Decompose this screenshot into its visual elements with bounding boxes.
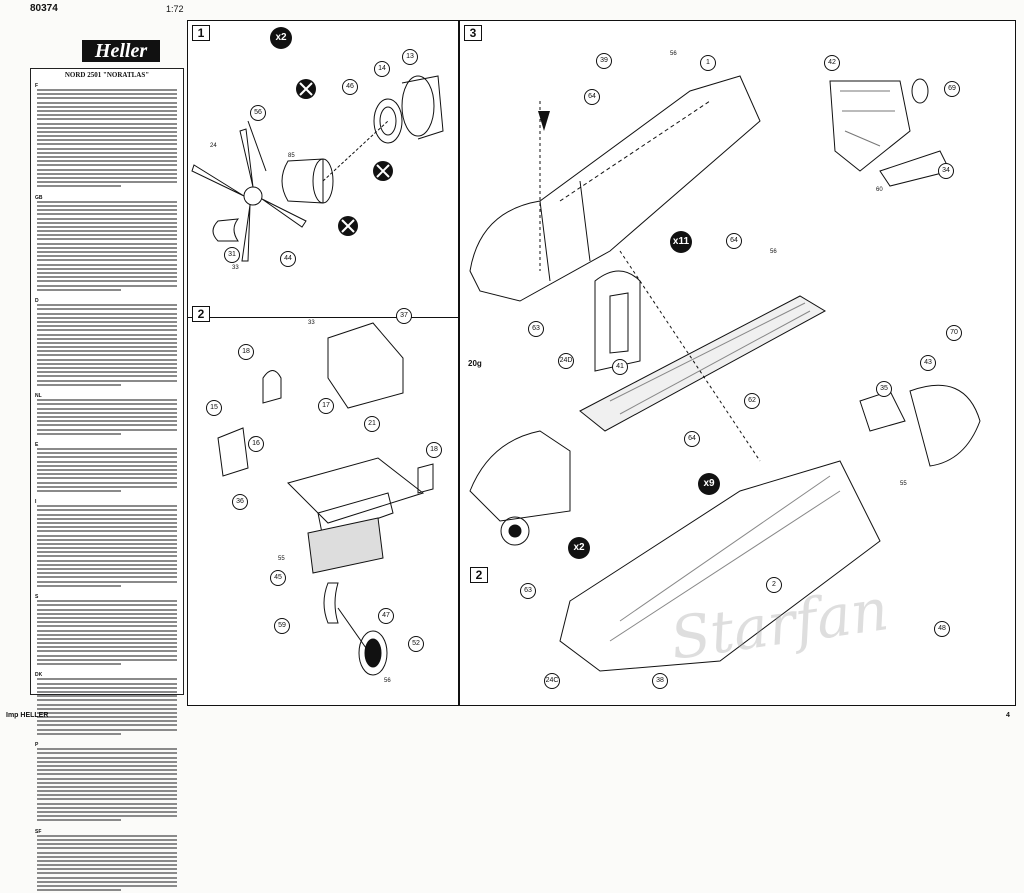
step-2-number: 2 [192,306,210,322]
part-callout: 16 [248,436,264,452]
part-callout: 39 [596,53,612,69]
engine-propeller-drawing [191,75,444,262]
paragraph-text-block [37,200,177,293]
part-callout: 59 [274,618,290,634]
part-callout: 35 [876,381,892,397]
part-number: 55 [278,556,285,562]
kit-number: 80374 [30,3,58,14]
paragraph-language-mark: S [35,594,39,601]
part-callout: 2 [766,577,782,593]
step-3-number: 3 [464,25,482,41]
step-3-multiplier-2: x2 [568,537,590,559]
part-callout: 52 [408,636,424,652]
footer-imprint: Imp HELLER [6,712,49,719]
step-3-multiplier-9: x9 [698,473,720,495]
glue-note: 20g [468,359,482,368]
part-callout: 42 [824,55,840,71]
paragraph-text-block [37,448,177,494]
part-callout: 64 [726,233,742,249]
part-callout: 48 [934,621,950,637]
part-number: 55 [900,481,907,487]
cockpit-gear-drawing [217,322,434,676]
paragraph-language-mark: E [35,442,39,448]
part-callout: 24D [558,353,574,369]
part-callout: 69 [944,81,960,97]
part-callout: 70 [946,325,962,341]
part-callout: 21 [364,416,380,432]
part-callout: 56 [250,105,266,121]
step-3-panel: 3 [459,20,1016,706]
part-number: 33 [232,265,239,271]
part-number: 24 [210,143,217,149]
part-callout: 17 [318,398,334,414]
part-callout: 37 [396,308,412,324]
part-number: 60 [876,187,883,193]
paragraph-text-block [37,748,177,823]
part-number: 85 [288,153,295,159]
paragraph-language-mark: NL [35,393,42,400]
step-1-number: 1 [192,25,210,41]
paragraph-language-mark: GB [35,194,43,201]
fuselage-assembly-drawing [469,75,981,672]
text-title: NORD 2501 "NORATLAS" [64,71,150,79]
part-number: 56 [770,249,777,255]
part-number: 33 [308,320,315,326]
step-1-multiplier: x2 [270,27,292,49]
paragraph-text-block [37,304,177,388]
part-callout: 38 [652,673,668,689]
part-callout: 18 [426,442,442,458]
part-callout: 47 [378,608,394,624]
part-callout: 1 [700,55,716,71]
paragraph-language-mark: I [35,499,37,506]
paragraph-language-mark: DK [35,672,43,679]
part-callout: 24C [544,673,560,689]
page-number: 4 [1006,712,1010,719]
step-2-panel: 2 37 33 18 15 17 21 16 36 18 45 55 59 47… [187,306,459,706]
part-callout: 64 [684,431,700,447]
part-callout: 63 [528,321,544,337]
paragraph-text-block [37,600,177,667]
part-callout: 62 [744,393,760,409]
part-callout: 43 [920,355,936,371]
part-callout: 15 [206,400,222,416]
part-callout: 41 [612,359,628,375]
scale-label: 1:72 [166,4,184,14]
part-callout: 14 [374,61,390,77]
paragraph-text-block [37,399,177,437]
part-callout: 34 [938,163,954,179]
part-callout: 63 [520,583,536,599]
paragraph-language-mark: F [35,83,39,89]
paragraph-text-block [37,678,177,737]
part-number: 56 [670,51,677,57]
part-callout: 46 [342,79,358,95]
brand-logo: Heller [82,40,160,62]
step-3-substep: 2 [470,567,488,583]
step-1-panel: 1 x2 13 14 46 56 24 31 [187,20,459,318]
paragraph-text-block [37,505,177,589]
part-callout: 64 [584,89,600,105]
paragraph-text-block [37,834,177,893]
part-callout: 45 [270,570,286,586]
paragraph-text-block [37,89,177,190]
part-number: 56 [384,678,391,684]
part-callout: 36 [232,494,248,510]
part-callout: 44 [280,251,296,267]
part-callout: 18 [238,344,254,360]
step-3-multiplier-11: x11 [670,231,692,253]
paragraph-language-mark: D [35,298,39,305]
part-callout: 31 [224,247,240,263]
part-callout: 13 [402,49,418,65]
